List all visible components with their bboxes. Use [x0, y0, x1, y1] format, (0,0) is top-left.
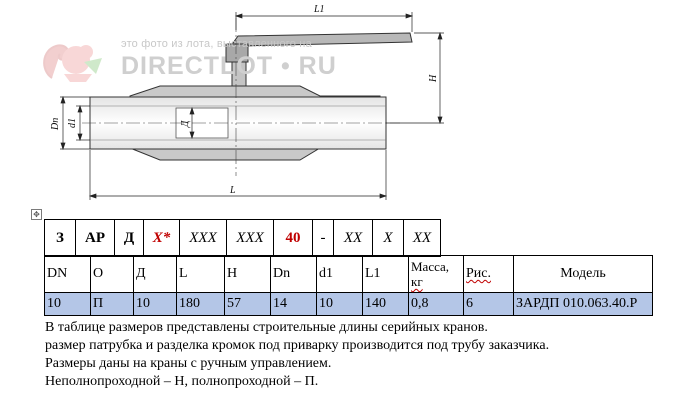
- note-line: Неполнопроходной – Н, полнопроходной – П…: [45, 374, 319, 389]
- data-cell: 57: [224, 292, 271, 316]
- data-cell: 180: [176, 292, 225, 316]
- header-cell: H: [224, 255, 271, 293]
- header-cell: Рис.: [463, 255, 514, 293]
- note-line: В таблице размеров представлены строител…: [45, 320, 488, 335]
- header-mass-line2: кг: [411, 274, 423, 289]
- note-line: Размеры даны на краны с ручным управлени…: [45, 356, 332, 371]
- model-code-row: З АР Д Х* ХХХ ХХХ 40 - ХХ Х ХХ: [44, 219, 441, 257]
- header-mass-line1: Масса,: [411, 259, 450, 274]
- header-cell: Модель: [513, 255, 653, 293]
- header-cell-mass: Масса,кг: [408, 255, 464, 293]
- dim-label-h: H: [428, 74, 439, 83]
- code-cell: ХХХ: [179, 219, 227, 257]
- header-cell: L: [176, 255, 225, 293]
- dim-label-d: Д: [180, 120, 191, 128]
- data-cell-model: ЗАРДП 010.063.40.Р: [513, 292, 653, 316]
- header-cell: Dn: [270, 255, 317, 293]
- data-cell: 10: [133, 292, 177, 316]
- code-cell: -: [312, 219, 334, 257]
- code-cell: Х*: [143, 219, 180, 257]
- header-cell: О: [90, 255, 134, 293]
- valve-body: [82, 18, 400, 176]
- code-cell: ХХ: [333, 219, 373, 257]
- model-code-table: З АР Д Х* ХХХ ХХХ 40 - ХХ Х ХХ: [44, 219, 441, 257]
- code-cell: ХХХ: [226, 219, 274, 257]
- table-row[interactable]: 10 П 10 180 57 14 10 140 0,8 6 ЗАРДП 010…: [44, 292, 653, 316]
- header-cell: DN: [44, 255, 91, 293]
- dim-label-dn: Dn: [50, 118, 61, 131]
- code-cell: АР: [75, 219, 115, 257]
- dimension-lines: [60, 12, 444, 200]
- data-cell: 6: [463, 292, 514, 316]
- valve-handle: [225, 32, 413, 89]
- note-line: размер патрубка и разделка кромок под пр…: [45, 338, 550, 353]
- squirrel-logo-icon: [43, 44, 102, 82]
- code-cell: Х: [372, 219, 404, 257]
- ball-valve-technical-drawing: L1 H Dn d1 Д L: [43, 4, 444, 200]
- header-cell: L1: [362, 255, 409, 293]
- dim-label-l1: L1: [313, 4, 325, 15]
- header-fig: Рис.: [466, 266, 491, 281]
- data-cell: 14: [270, 292, 317, 316]
- code-cell: З: [44, 219, 76, 257]
- spec-header-row: DN О Д L H Dn d1 L1 Масса,кг Рис. Модель: [44, 255, 653, 293]
- header-cell: Д: [133, 255, 177, 293]
- code-cell: ХХ: [403, 219, 441, 257]
- data-cell: 0,8: [408, 292, 464, 316]
- notes-block: В таблице размеров представлены строител…: [45, 319, 549, 391]
- watermark-caption: это фото из лота, выставленного на: [121, 38, 312, 50]
- data-cell: 10: [316, 292, 363, 316]
- dimension-labels: L1 H Dn d1 Д L: [50, 4, 439, 196]
- table-move-handle-icon[interactable]: ✥: [31, 209, 42, 220]
- dim-label-l: L: [229, 185, 236, 196]
- code-cell: 40: [273, 219, 313, 257]
- data-cell: 10: [44, 292, 91, 316]
- watermark-logo: DIRECTLOT • RU: [121, 52, 337, 80]
- code-cell: Д: [114, 219, 144, 257]
- spec-table: DN О Д L H Dn d1 L1 Масса,кг Рис. Модель…: [44, 255, 653, 316]
- data-cell: П: [90, 292, 134, 316]
- data-cell: 140: [362, 292, 409, 316]
- header-cell: d1: [316, 255, 363, 293]
- dim-label-d1: d1: [67, 118, 78, 128]
